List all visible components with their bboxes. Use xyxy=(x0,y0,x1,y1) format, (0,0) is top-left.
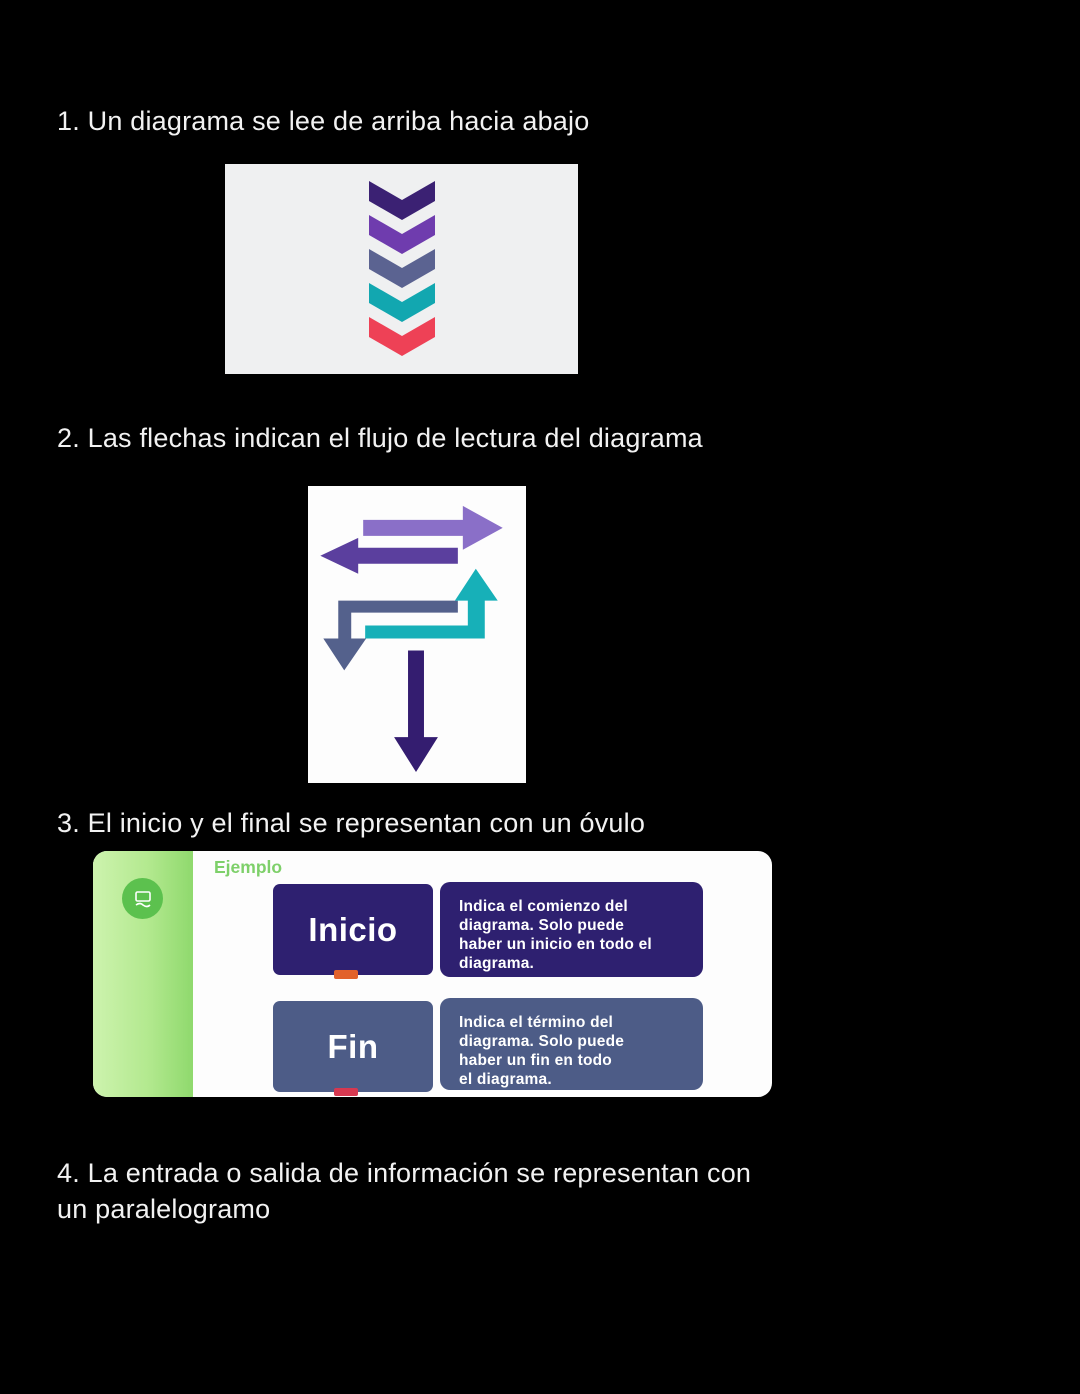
chevron-4 xyxy=(368,283,435,322)
example-card: Ejemplo Inicio Indica el comienzo del di… xyxy=(93,851,772,1097)
fin-tab-marker xyxy=(334,1088,358,1096)
inicio-node: Inicio xyxy=(273,884,433,979)
step-2-text: 2. Las flechas indican el flujo de lectu… xyxy=(57,423,703,453)
flow-arrows-icon xyxy=(320,505,503,773)
logo-icon xyxy=(122,878,163,919)
arrow-down-icon xyxy=(394,650,438,773)
inicio-description: Indica el comienzo del diagrama. Solo pu… xyxy=(440,882,703,977)
step-4-text: 4. La entrada o salida de información se… xyxy=(57,1158,752,1225)
chevron-figure xyxy=(225,164,578,374)
step-3-text: 3. El inicio y el final se representan c… xyxy=(57,808,646,838)
inicio-tab-marker xyxy=(334,970,358,979)
flow-arrows-figure xyxy=(308,486,526,783)
card-heading: Ejemplo xyxy=(214,857,283,877)
arrow-elbow-up-icon xyxy=(365,568,498,639)
step-1-text: 1. Un diagrama se lee de arriba hacia ab… xyxy=(57,106,590,136)
chevron-2 xyxy=(368,215,435,254)
arrow-elbow-down-icon xyxy=(323,600,458,671)
chevron-down-icon xyxy=(368,181,435,356)
chevron-5 xyxy=(368,317,435,356)
fin-description: Indica el término del diagrama. Solo pue… xyxy=(440,998,703,1090)
chevron-3 xyxy=(368,249,435,288)
brand-strip xyxy=(93,851,193,1097)
arrow-left-icon xyxy=(320,537,458,574)
fin-node: Fin xyxy=(273,1001,433,1096)
arrow-right-icon xyxy=(363,505,503,550)
chevron-1 xyxy=(368,181,435,220)
fin-label: Fin xyxy=(327,1027,379,1065)
inicio-label: Inicio xyxy=(308,910,398,948)
